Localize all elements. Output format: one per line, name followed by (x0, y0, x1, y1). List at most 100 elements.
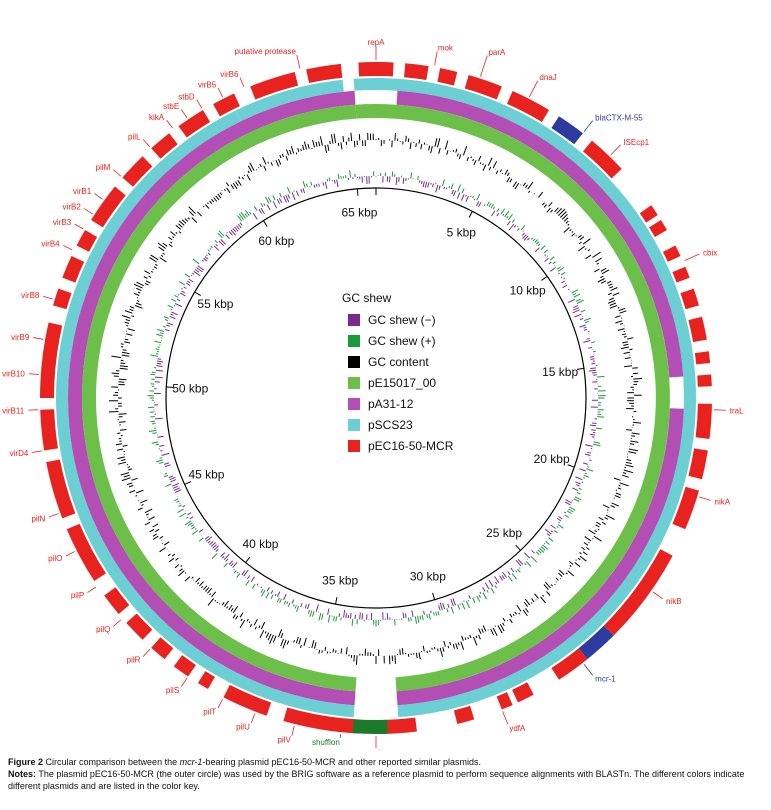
gene-block (104, 587, 130, 614)
gene-label: parA (488, 48, 506, 57)
legend-label: pEC16-50-MCR (368, 439, 454, 453)
pa31-12-ring (194, 90, 356, 161)
kbp-label: 20 kbp (534, 452, 570, 466)
gene-label: pilQ (96, 625, 110, 634)
legend-swatch (348, 356, 360, 368)
gene-leader-line (296, 54, 301, 69)
gene-label: virB11 (2, 406, 25, 415)
kbp-tick (194, 291, 201, 297)
gene-label: virB2 (63, 202, 82, 211)
gene-leader-line (94, 193, 103, 200)
gene-label: repA (368, 38, 386, 47)
gene-leader-line (166, 119, 173, 129)
gene-label: pilT (203, 708, 216, 717)
kbp-tick (263, 220, 268, 227)
gene-leader-line (583, 120, 594, 132)
gene-label: putative protease (235, 47, 297, 56)
legend-label: GC content (368, 355, 429, 369)
gene-label: virB6 (220, 70, 239, 79)
gene-block (662, 245, 681, 262)
mcr-1-block (578, 625, 614, 660)
gene-label: kikA (149, 113, 165, 122)
gene-leader-line (32, 450, 43, 453)
gc-skew-negative-trace (153, 176, 598, 621)
gene-block (91, 186, 126, 228)
gene-block (695, 403, 712, 439)
gene-leader-line (48, 513, 59, 518)
gene-label: mok (438, 43, 454, 52)
gene-label: dnaJ (539, 73, 556, 82)
gene-label: pilU (236, 723, 250, 732)
kbp-label: 65 kbp (341, 206, 377, 220)
gene-block (151, 637, 174, 660)
gene-leader-line (502, 711, 509, 725)
gene-label: ydfA (509, 724, 526, 733)
gene-block (639, 205, 658, 223)
gene-label: virB10 (2, 369, 25, 378)
gene-leader-line (87, 586, 97, 593)
legend-swatch (348, 398, 360, 410)
gene-label: virB5 (198, 80, 217, 89)
gene-leader-line (217, 87, 223, 98)
pa31-12-ring (396, 90, 684, 378)
legend-swatch (348, 440, 360, 452)
kbp-tick (335, 597, 338, 605)
kbp-label: 15 kbp (542, 365, 578, 379)
gene-leader-line (43, 295, 53, 300)
pa31-12-ring (396, 408, 684, 706)
kbp-tick (468, 211, 473, 218)
gene-block (126, 613, 153, 640)
kbp-tick (245, 556, 251, 563)
gene-leader-line (33, 337, 44, 340)
gene-leader-line (250, 713, 256, 724)
gene-leader-line (65, 551, 76, 557)
gene-leader-line (239, 77, 245, 88)
legend-swatch (348, 335, 360, 347)
gene-block (506, 91, 550, 122)
gene-leader-line (28, 373, 39, 375)
caption-italic: mcr-1 (179, 757, 203, 767)
legend-label: pSCS23 (368, 418, 413, 432)
gene-label: ISEcp1 (623, 138, 649, 147)
kbp-label: 10 kbp (510, 283, 546, 297)
kbp-tick (356, 188, 359, 196)
gene-block (223, 684, 272, 716)
notes-label: Notes: (8, 769, 37, 779)
gene-block (76, 230, 98, 252)
kbp-label: 30 kbp (410, 570, 446, 584)
gene-label: virB8 (21, 291, 40, 300)
legend-label: pA31-12 (368, 397, 414, 411)
gene-label: virB3 (53, 218, 72, 227)
gene-label: nikB (666, 597, 682, 606)
gene-label: pilP (71, 591, 84, 600)
gene-label: virB4 (41, 240, 60, 249)
gene-leader-line (83, 208, 93, 215)
kbp-label: 50 kbp (172, 381, 208, 395)
gene-block (404, 63, 429, 80)
gene-block (688, 448, 708, 480)
gene-leader-line (181, 677, 188, 687)
gene-label: pilO (48, 554, 62, 563)
shufflon-block (352, 719, 388, 734)
gene-leader-line (113, 169, 122, 177)
gene-block (178, 109, 211, 138)
gene-block (603, 549, 673, 636)
gene-label: pilS (166, 686, 179, 695)
gene-block (697, 374, 712, 387)
gene-leader-line (610, 144, 621, 156)
gene-leader-line (529, 80, 538, 98)
kbp-tick (567, 464, 575, 468)
gene-leader-line (63, 245, 73, 251)
gene-block (694, 351, 711, 365)
gene-label: virD4 (10, 449, 29, 458)
kbp-label: 45 kbp (188, 468, 224, 482)
gene-block (306, 63, 343, 84)
gene-block (680, 288, 699, 310)
gene-label: virB9 (11, 333, 30, 342)
kbp-label: 35 kbp (322, 574, 358, 588)
legend-label: GC shew (−) (368, 313, 436, 327)
gene-block (551, 648, 588, 680)
gene-label: virB1 (73, 187, 92, 196)
